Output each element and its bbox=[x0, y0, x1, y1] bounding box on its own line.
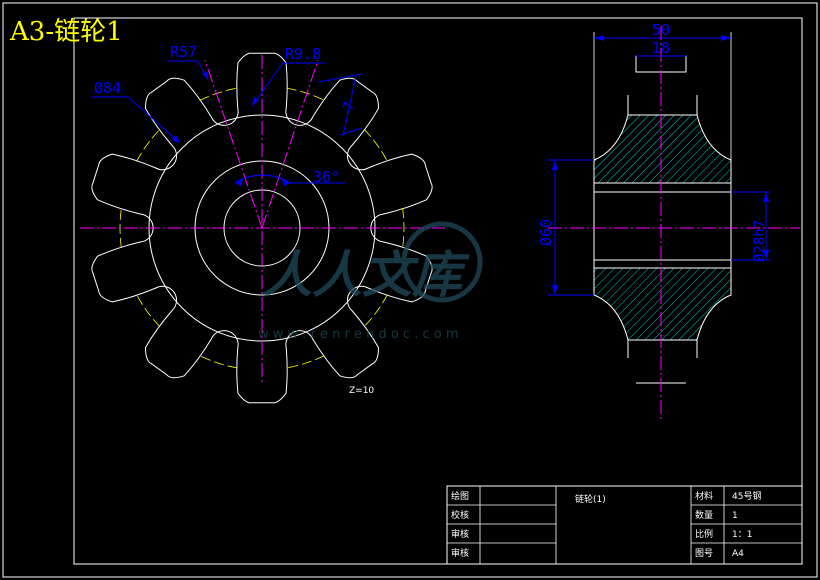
r57-dimension-text: R57 bbox=[170, 43, 197, 61]
material-value: 45号钢 bbox=[732, 490, 761, 502]
watermark-url: w w w . r e n r e n d o c . c o m bbox=[258, 327, 459, 342]
drawn-label: 绘图 bbox=[451, 490, 469, 502]
checked-label: 校核 bbox=[451, 509, 469, 521]
watermark-logo-circle bbox=[401, 221, 483, 303]
material-label: 材料 bbox=[695, 490, 713, 502]
bore-dimension-text: Ø28h7 bbox=[752, 220, 768, 262]
title-block-frame bbox=[446, 485, 803, 565]
reviewed-label: 审核 bbox=[451, 528, 469, 540]
r9-8-dimension-text: R9.8 bbox=[285, 45, 321, 63]
watermark-brand: 人人文库 bbox=[262, 246, 470, 304]
d84-arrow bbox=[172, 135, 180, 143]
quantity-label: 数量 bbox=[695, 509, 713, 521]
sprocket-side-view: 50 18 Ø60 Ø28h7 bbox=[537, 21, 800, 420]
seven-extension-top bbox=[317, 73, 363, 83]
pitch-arc-segment bbox=[136, 294, 161, 327]
sprocket-front-view: 36° Ø84 R57 R9.8 7 Z=10 bbox=[80, 43, 445, 404]
watermark: 人人文库 w w w . r e n r e n d o c . c o m bbox=[258, 221, 483, 342]
pitch-arc-segment bbox=[363, 129, 388, 162]
drawing-title: A3-链轮1 bbox=[9, 17, 123, 47]
pitch-arc-segment bbox=[199, 355, 238, 369]
angle-dimension-text: 36° bbox=[313, 168, 340, 186]
pitch-circle-arcs bbox=[119, 87, 405, 369]
r9-8-leader bbox=[251, 62, 284, 107]
bore-arrow-bottom bbox=[763, 250, 769, 260]
seven-dimension-line bbox=[342, 75, 357, 137]
dim50-arrow-right bbox=[721, 35, 731, 41]
dim50-arrow-left bbox=[594, 35, 604, 41]
pitch-arc-segment bbox=[363, 294, 388, 327]
r57-arrow bbox=[202, 72, 208, 80]
d60-text: Ø60 bbox=[537, 219, 555, 246]
part-name: 链轮(1) bbox=[575, 493, 606, 505]
d84-dimension-text: Ø84 bbox=[94, 79, 121, 97]
inner-frame bbox=[73, 17, 803, 565]
d84-leader bbox=[127, 96, 181, 144]
scale-value: 1：1 bbox=[732, 530, 752, 540]
angle-arrow-right bbox=[282, 179, 290, 186]
approved-label: 审核 bbox=[451, 547, 469, 559]
d60-arrow-bottom bbox=[552, 285, 558, 295]
angle-arrow-left bbox=[235, 179, 243, 186]
scale-label: 比例 bbox=[695, 528, 713, 540]
pitch-arc-segment bbox=[286, 355, 325, 369]
tooth-count-label: Z=10 bbox=[349, 386, 374, 396]
lower-hatched-section bbox=[593, 267, 732, 341]
angle-dimension-arc bbox=[234, 174, 291, 184]
dim50-text: 50 bbox=[652, 21, 670, 39]
pitch-arc-segment bbox=[136, 129, 161, 162]
sprocket-tooth-outline bbox=[91, 52, 433, 404]
angle-line-left bbox=[204, 59, 263, 229]
seven-dimension-text: 7 bbox=[340, 100, 358, 113]
upper-hatched-section bbox=[593, 114, 732, 184]
title-block: 绘图 校核 审核 审核 链轮(1) 材料 45号钢 数量 1 比例 1：1 图号… bbox=[446, 485, 803, 565]
drawing-no-value: A4 bbox=[732, 549, 744, 559]
pitch-arc-segment bbox=[286, 87, 325, 101]
bore-arrow-top bbox=[763, 192, 769, 202]
pitch-arc-segment bbox=[402, 208, 405, 248]
angle-line-right bbox=[261, 59, 319, 229]
d60-arrow-top bbox=[552, 160, 558, 170]
r9-8-arrow bbox=[252, 97, 259, 106]
pitch-arc-segment bbox=[199, 87, 238, 101]
quantity-value: 1 bbox=[732, 511, 738, 521]
dim18-text: 18 bbox=[652, 39, 670, 57]
drawing-no-label: 图号 bbox=[695, 548, 713, 559]
